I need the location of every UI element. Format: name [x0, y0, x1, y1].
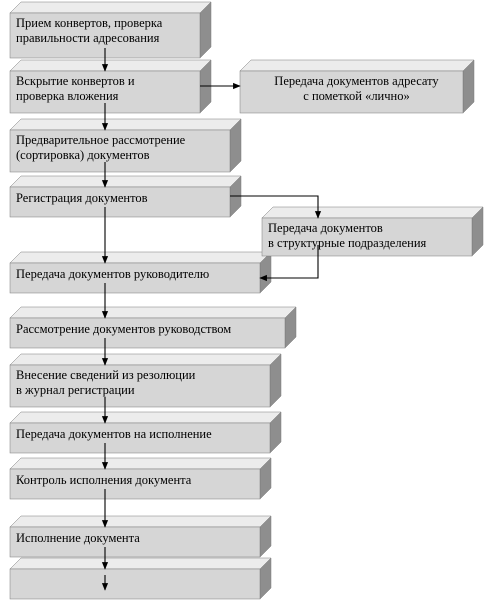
box-top-face [9, 1, 212, 14]
box-top-face [9, 411, 282, 424]
box-label-line: Прием конвертов, проверка [16, 16, 163, 30]
step-box-3: Предварительное рассмотрение(сортировка)… [9, 118, 242, 173]
step-box-11 [9, 557, 272, 600]
box-front-face [9, 262, 261, 294]
box-front-face [261, 217, 473, 257]
box-top-face [9, 457, 272, 470]
box-top-face [9, 515, 272, 528]
box-label-line: Передача документов адресату [274, 74, 439, 88]
box-label-line: в структурные подразделения [268, 236, 427, 250]
box-label-line: с пометкой «лично» [303, 89, 409, 103]
step-box-9: Контроль исполнения документа [9, 457, 272, 500]
box-label-line: Вскрытие конвертов и [16, 74, 135, 88]
step-box-10: Исполнение документа [9, 515, 272, 558]
box-front-face [9, 568, 261, 600]
box-front-face [9, 186, 231, 218]
box-label-line: Рассмотрение документов руководством [16, 322, 231, 336]
step-box-4: Регистрация документов [9, 175, 242, 218]
branch-arrow-structural [230, 195, 322, 219]
box-top-face [239, 59, 475, 72]
box-top-face [9, 59, 212, 72]
box-top-face [9, 557, 272, 570]
box-label-line: Предварительное рассмотрение [16, 133, 186, 147]
box-label-line: Регистрация документов [16, 191, 148, 205]
box-front-face [239, 70, 464, 114]
box-top-face [261, 206, 484, 219]
box-label-line: проверка вложения [16, 89, 119, 103]
step-box-8: Передача документов на исполнение [9, 411, 282, 454]
box-label-line: Передача документов на исполнение [16, 427, 212, 441]
box-front-face [9, 526, 261, 558]
box-label-line: Контроль исполнения документа [16, 473, 192, 487]
box-label-line: (сортировка) документов [16, 148, 150, 162]
box-front-face [9, 422, 271, 454]
box-label-line: правильности адресования [16, 31, 160, 45]
box-top-face [9, 353, 282, 366]
box-front-face [9, 364, 271, 408]
step-box-6: Рассмотрение документов руководством [9, 306, 297, 349]
box-top-face [9, 251, 272, 264]
box-label-line: Исполнение документа [16, 531, 140, 545]
box-label-line: в журнал регистрации [16, 383, 135, 397]
step-box-5: Передача документов руководителю [9, 251, 272, 294]
box-top-face [9, 306, 297, 319]
box-label-line: Передача документов руководителю [16, 267, 209, 281]
box-front-face [9, 129, 231, 173]
box-top-face [9, 175, 242, 188]
box-front-face [9, 468, 261, 500]
box-label-line: Внесение сведений из резолюции [16, 368, 196, 382]
return-arrow-manager [259, 245, 319, 282]
box-label-line: Передача документов [268, 221, 383, 235]
box-front-face [9, 317, 286, 349]
box-top-face [9, 118, 242, 131]
